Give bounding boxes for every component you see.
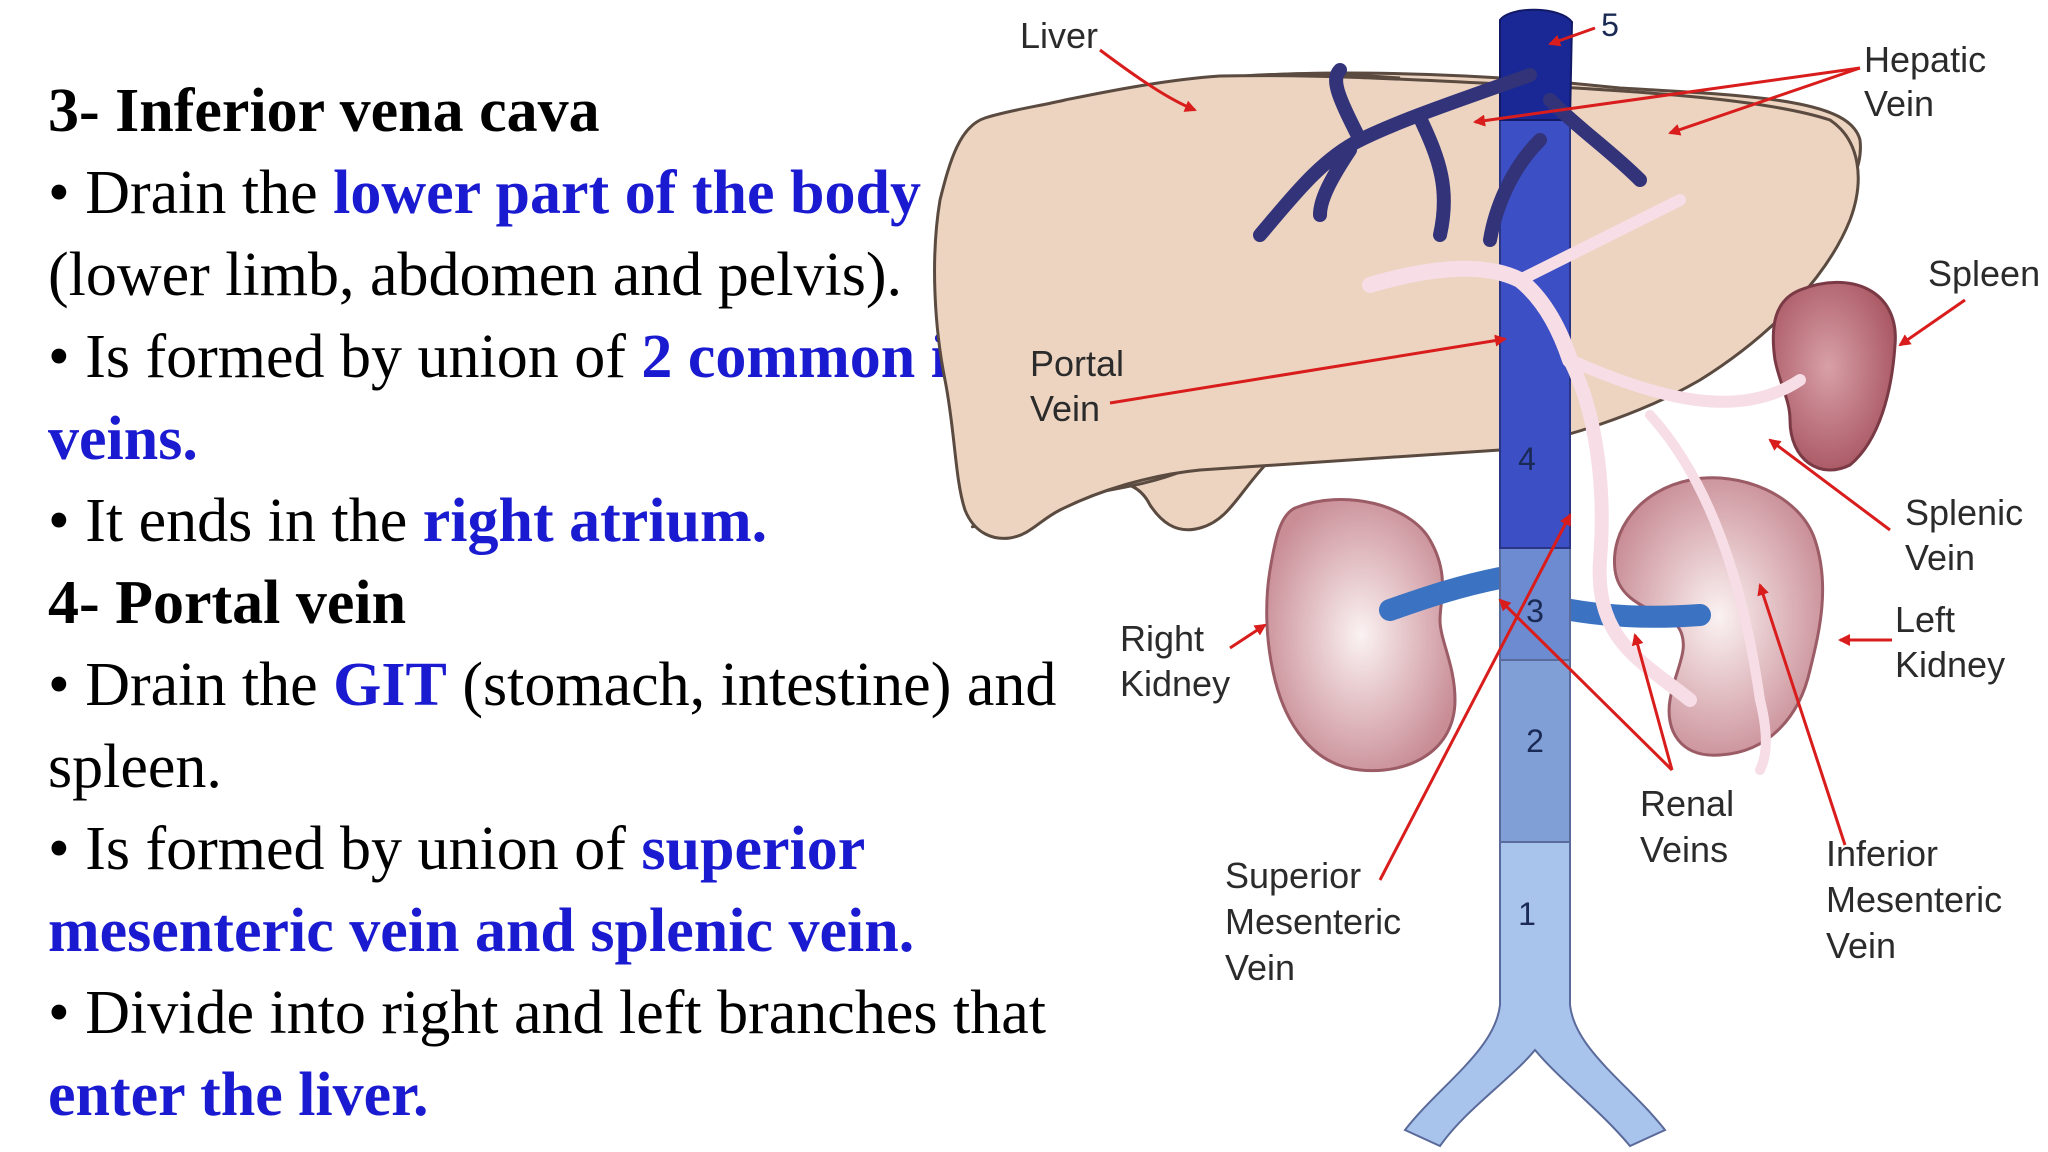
label-spleen: Spleen — [1928, 253, 2040, 294]
label-splenic-vein-line2: Vein — [1905, 537, 1975, 578]
bullet: • — [48, 487, 86, 555]
portal-point-1-highlight: GIT — [333, 651, 447, 719]
portal-point-2-text: Is formed by union of — [85, 815, 642, 883]
ivc-segment-3-label: 3 — [1526, 593, 1544, 629]
arrow-hepatic-2 — [1668, 66, 1861, 136]
label-sup-mes-vein-line2: Mesenteric — [1225, 901, 1401, 942]
label-inf-mes-vein-line2: Mesenteric — [1826, 879, 2002, 920]
portal-heading: 4- Portal vein — [48, 569, 407, 637]
label-hepatic-vein-line2: Vein — [1864, 83, 1934, 124]
arrow-liver — [1099, 48, 1197, 112]
left-kidney-shape — [1612, 476, 1825, 757]
portal-point-3: • Divide into right and left branches th… — [48, 972, 1058, 1136]
portal-point-3-text: Divide into right and left branches that — [85, 979, 1046, 1047]
ivc-heading: 3- Inferior vena cava — [48, 77, 600, 145]
label-left-kidney-line2: Kidney — [1895, 644, 2005, 685]
label-liver: Liver — [1020, 15, 1098, 56]
label-portal-vein-line2: Vein — [1030, 388, 1100, 429]
ivc-point-1-tail: (lower limb, abdomen and pelvis). — [48, 241, 903, 309]
portal-point-2: • Is formed by union of superior mesente… — [48, 808, 1058, 972]
bullet: • — [48, 651, 86, 719]
ivc-segment-4-label: 4 — [1518, 441, 1536, 477]
portal-point-1-text: Drain the — [85, 651, 334, 719]
ivc-point-3: • It ends in the right atrium. — [48, 480, 1058, 562]
ivc-segment-1 — [1403, 841, 1667, 1148]
portal-vein-tree — [1362, 194, 1806, 775]
portal-point-3-highlight: enter the liver. — [48, 1061, 429, 1129]
arrow-renal-2 — [1631, 633, 1674, 771]
portal-point-2-highlight: superior mesenteric vein and splenic vei… — [48, 815, 915, 965]
ivc-point-1-highlight: lower part of the body — [333, 159, 921, 227]
ivc-point-1: • Drain the lower part of the body (lowe… — [48, 152, 1058, 316]
label-right-kidney-line1: Right — [1120, 618, 1204, 659]
bullet: • — [48, 159, 86, 227]
bullet: • — [48, 979, 86, 1047]
arrow-inf-mes — [1757, 583, 1847, 846]
arrow-right-kidney — [1229, 623, 1267, 650]
label-hepatic-vein-line1: Hepatic — [1864, 39, 1986, 80]
ivc-segment-1-label: 1 — [1518, 896, 1536, 932]
notes-panel: 3- Inferior vena cava • Drain the lower … — [48, 70, 1058, 1136]
label-renal-veins-line2: Veins — [1640, 829, 1728, 870]
label-inf-mes-vein-line3: Vein — [1826, 925, 1896, 966]
right-kidney-shape — [1265, 497, 1457, 773]
label-right-kidney-line2: Kidney — [1120, 663, 1230, 704]
label-renal-veins-line1: Renal — [1640, 783, 1734, 824]
label-left-kidney-line1: Left — [1895, 599, 1955, 640]
bullet: • — [48, 323, 86, 391]
arrow-splenic — [1768, 438, 1891, 532]
arrow-5 — [1548, 26, 1596, 47]
liver-body — [933, 74, 1860, 540]
ivc-point-2-text: Is formed by union of — [85, 323, 642, 391]
pointer-arrows — [1099, 26, 1966, 881]
right-renal-vein — [1379, 567, 1511, 621]
label-sup-mes-vein-line3: Vein — [1225, 947, 1295, 988]
bullet: • — [48, 815, 86, 883]
spleen-shape — [1771, 280, 1897, 472]
ivc-segment-5-label: 5 — [1601, 7, 1619, 43]
portal-point-1: • Drain the GIT (stomach, intestine) and… — [48, 644, 1058, 808]
arrow-sup-mes — [1378, 513, 1572, 881]
label-splenic-vein-line1: Splenic — [1905, 492, 2023, 533]
label-inf-mes-vein-line1: Inferior — [1826, 833, 1938, 874]
ivc-point-3-text: It ends in the — [85, 487, 423, 555]
label-portal-vein-line1: Portal — [1030, 343, 1124, 384]
ivc-point-1-text: Drain the — [85, 159, 334, 227]
ivc-point-3-highlight: right atrium. — [422, 487, 768, 555]
left-renal-vein — [1549, 597, 1711, 628]
label-sup-mes-vein-line1: Superior — [1225, 855, 1361, 896]
ivc-segment-2-label: 2 — [1526, 723, 1544, 759]
portal-point-1-tail: (stomach, intestine) and spleen. — [48, 651, 1057, 801]
arrow-spleen — [1898, 298, 1966, 347]
arrow-hepatic-1 — [1473, 66, 1861, 127]
arrow-renal-1 — [1498, 598, 1674, 772]
arrow-portal — [1109, 334, 1507, 405]
